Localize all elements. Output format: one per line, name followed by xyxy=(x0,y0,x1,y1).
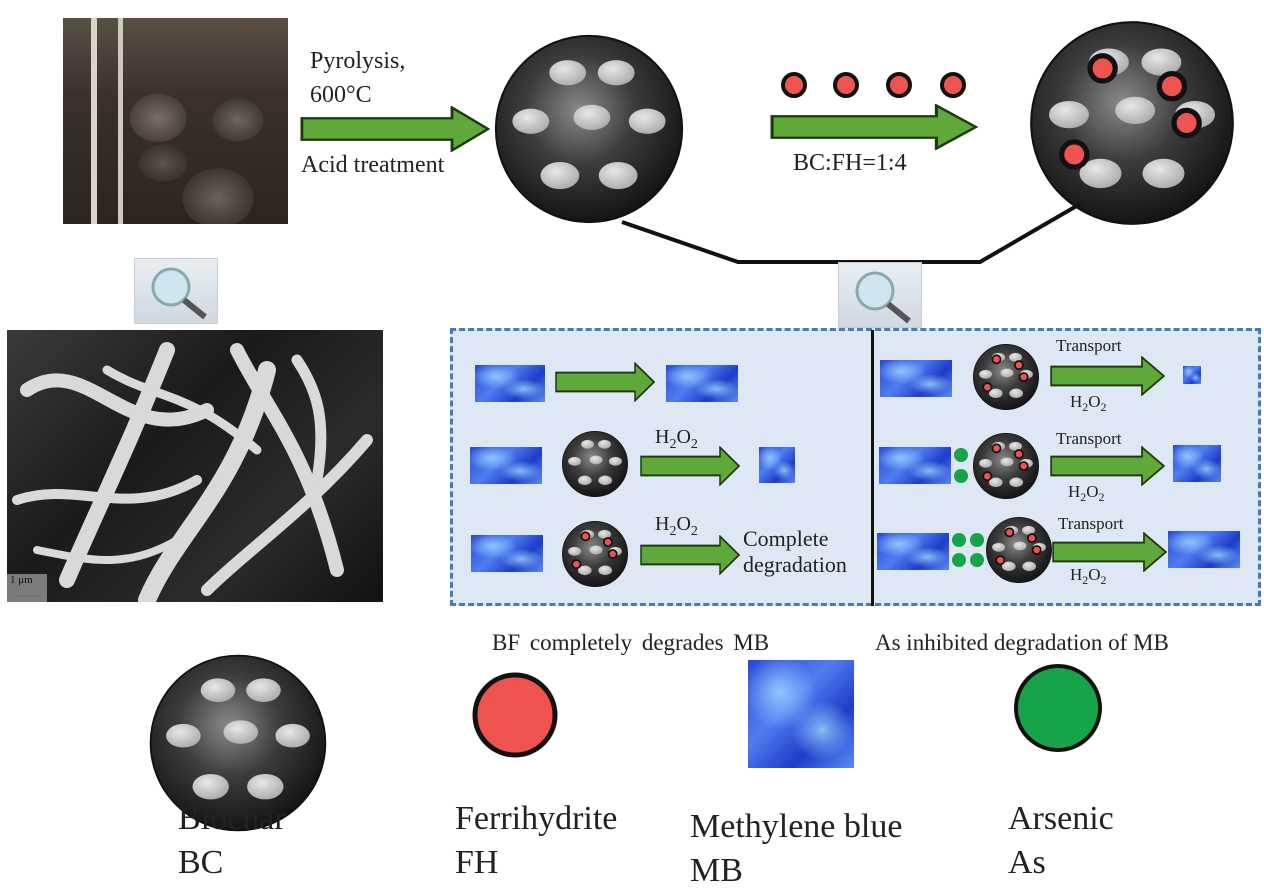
biochar-ferrihydrite-sphere xyxy=(972,343,1040,411)
arsenic-particles xyxy=(954,448,968,483)
arsenic-particle xyxy=(952,533,966,547)
legend-methylene-blue-icon xyxy=(748,660,854,768)
methylene-blue-block xyxy=(1183,366,1201,384)
reaction-arrow xyxy=(555,362,655,402)
methylene-blue-block xyxy=(475,365,545,402)
mushroom-photo xyxy=(63,18,288,224)
methylene-blue-block xyxy=(470,447,542,484)
legend-ferrihydrite: Ferrihydrite FH xyxy=(455,797,617,885)
complete-degradation-label: Complete degradation xyxy=(743,526,847,578)
biochar-ferrihydrite-sphere xyxy=(985,516,1053,584)
legend-name: Biochar xyxy=(178,800,286,837)
legend-name: Arsenic xyxy=(1008,800,1114,837)
biochar-sphere xyxy=(561,430,629,498)
ferrihydrite-particle xyxy=(886,72,912,98)
h2o2-label: H2O2 xyxy=(1070,392,1107,415)
process-arrow-1 xyxy=(300,106,490,152)
h2o2-label: H2O2 xyxy=(655,513,698,539)
biochar-ferrihydrite-sphere xyxy=(1012,18,1252,228)
pyrolysis-label: Pyrolysis, xyxy=(310,48,406,74)
methylene-blue-block xyxy=(1173,445,1221,482)
connector-bracket xyxy=(621,202,1082,264)
legend-name: Ferrihydrite xyxy=(455,800,618,837)
ferrihydrite-particle xyxy=(833,72,859,98)
legend-abbr: MB xyxy=(690,852,743,889)
sem-micrograph: 1 μm xyxy=(7,330,383,602)
magnifier-icon xyxy=(134,258,218,324)
legend-abbr: FH xyxy=(455,844,499,881)
methylene-blue-block xyxy=(759,447,795,483)
methylene-blue-block xyxy=(666,365,738,402)
reaction-arrow xyxy=(640,535,740,575)
h2o2-label: H2O2 xyxy=(655,426,698,452)
process-arrow-2 xyxy=(770,104,978,150)
scale-bar-label: 1 μm xyxy=(10,574,33,586)
transport-label: Transport xyxy=(1058,514,1124,533)
transport-label: Transport xyxy=(1056,336,1122,355)
methylene-blue-block xyxy=(471,535,543,572)
magnifier-icon xyxy=(838,262,922,328)
caption-left: BF completely degrades MB xyxy=(492,630,770,655)
ferrihydrite-particles xyxy=(778,70,978,100)
biochar-ferrihydrite-sphere xyxy=(561,520,629,588)
reaction-arrow xyxy=(1050,356,1165,396)
methylene-blue-block xyxy=(880,360,952,397)
arsenic-particle xyxy=(954,469,968,483)
methylene-blue-block xyxy=(879,447,951,484)
h2o2-label: H2O2 xyxy=(1070,565,1107,588)
arsenic-particle xyxy=(970,553,984,567)
h2o2-label: H2O2 xyxy=(1068,482,1105,505)
arsenic-particle xyxy=(954,448,968,462)
legend-biochar: Biochar BC xyxy=(178,797,286,885)
reaction-arrow xyxy=(1050,446,1165,486)
biochar-sphere xyxy=(492,32,686,226)
legend-arsenic-icon xyxy=(1014,664,1102,752)
transport-label: Transport xyxy=(1056,429,1122,448)
legend-abbr: BC xyxy=(178,844,224,881)
legend-arsenic: Arsenic As xyxy=(1008,797,1114,885)
legend-ferrihydrite-icon xyxy=(472,672,558,758)
result-line: degradation xyxy=(743,552,847,577)
ferrihydrite-particle xyxy=(781,72,807,98)
ferrihydrite-particle xyxy=(940,72,966,98)
caption-right: As inhibited degradation of MB xyxy=(875,630,1169,655)
arsenic-particle xyxy=(970,533,984,547)
legend-name: Methylene blue xyxy=(690,808,903,845)
temperature-label: 600°C xyxy=(310,82,372,108)
panel-divider xyxy=(871,330,874,606)
biochar-ferrihydrite-sphere xyxy=(972,432,1040,500)
acid-treatment-label: Acid treatment xyxy=(301,152,445,178)
ratio-label: BC:FH=1:4 xyxy=(793,150,907,176)
legend-abbr: As xyxy=(1008,844,1046,881)
reaction-arrow xyxy=(640,446,740,486)
legend-methylene-blue: Methylene blue MB xyxy=(690,805,902,893)
methylene-blue-block xyxy=(877,533,949,570)
methylene-blue-block xyxy=(1168,531,1240,568)
result-line: Complete xyxy=(743,526,829,551)
arsenic-particles xyxy=(952,533,984,567)
arsenic-particle xyxy=(952,553,966,567)
